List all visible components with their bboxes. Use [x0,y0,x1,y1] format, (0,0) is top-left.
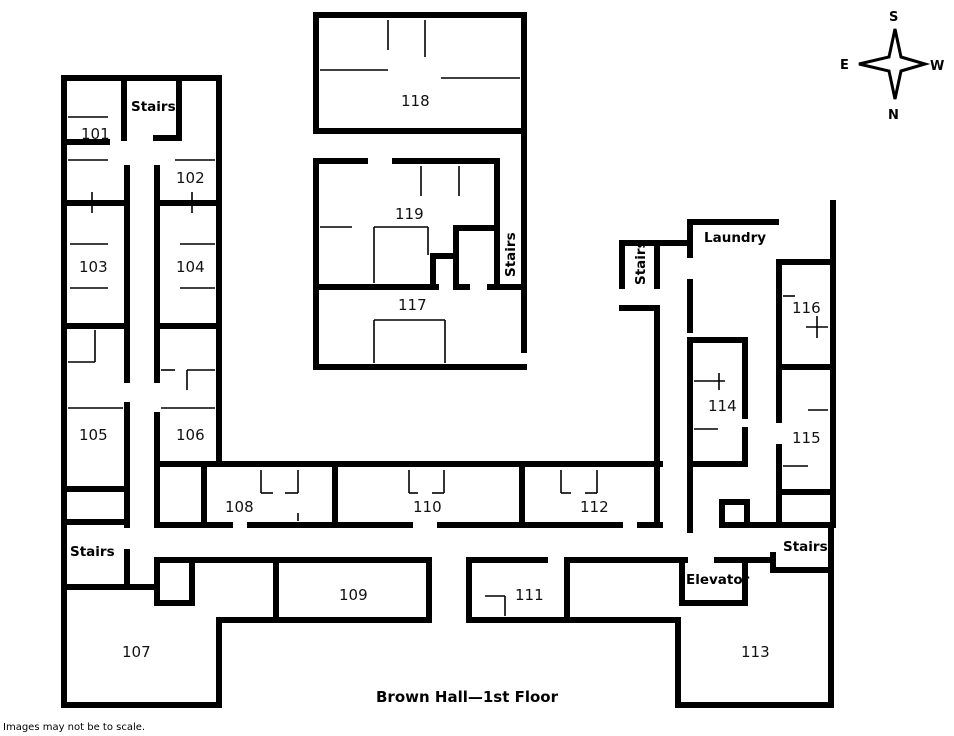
room-104-label: 104 [176,258,205,276]
room-105-label: 105 [79,426,108,444]
room-117-label: 117 [398,296,427,314]
floor-plan-title: Brown Hall—1st Floor [376,688,559,706]
east-wing-walls [619,200,836,573]
room-111-label: 111 [515,586,544,604]
stairs-label-southeast: Stairs [783,539,828,555]
compass-bottom-letter: N [888,108,899,123]
room-118-label: 118 [401,92,430,110]
laundry-label: Laundry [704,230,766,246]
room-112-label: 112 [580,498,609,516]
room-116-label: 116 [792,299,821,317]
scale-footnote: Images may not be to scale. [3,722,145,733]
central-block-door-lines [320,20,520,363]
west-wing-door-lines [68,116,215,409]
room-103-label: 103 [79,258,108,276]
room-114-label: 114 [708,397,737,415]
compass-left-letter: E [840,58,849,73]
stairs-label-east: Stairs [633,240,649,285]
corridor-door-lines [260,470,598,616]
room-110-label: 110 [413,498,442,516]
corridor-walls [61,461,834,708]
east-wing-door-lines [694,295,828,467]
room-102-label: 102 [176,169,205,187]
stairs-label-central: Stairs [503,232,519,277]
compass-rose-icon: S N E W [840,10,944,123]
stairs-label-southwest: Stairs [70,544,115,560]
room-119-label: 119 [395,205,424,223]
room-106-label: 106 [176,426,205,444]
elevator-label: Elevator [686,572,750,588]
room-109-label: 109 [339,586,368,604]
central-block-walls [313,12,527,370]
room-101-label: 101 [81,125,110,143]
room-115-label: 115 [792,429,821,447]
compass-top-letter: S [889,10,898,25]
room-108-label: 108 [225,498,254,516]
room-107-label: 107 [122,643,151,661]
compass-right-letter: W [930,59,944,74]
room-113-label: 113 [741,643,770,661]
stairs-label-northwest: Stairs [131,99,176,115]
